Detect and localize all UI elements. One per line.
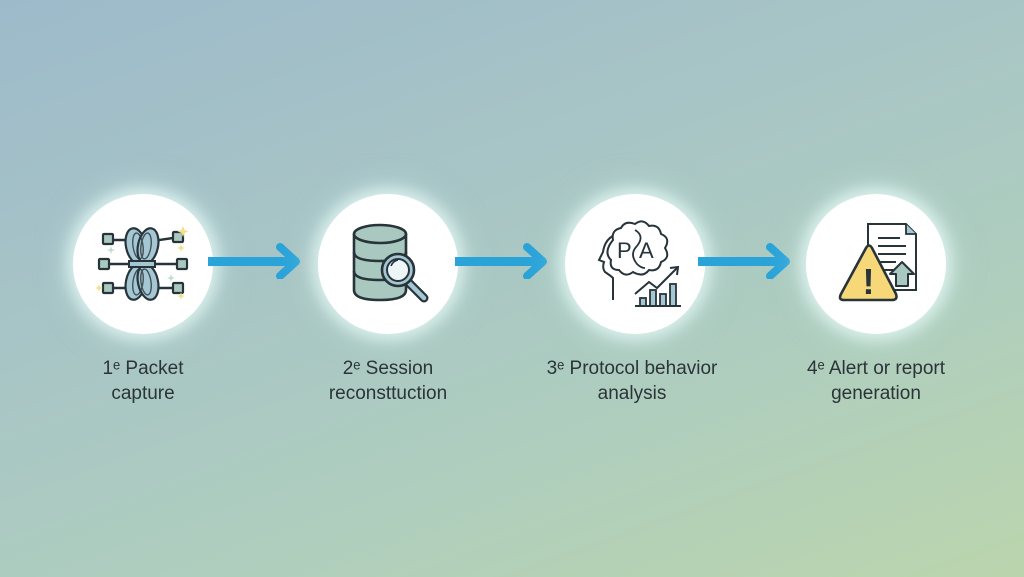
step-1-label: 1ᵉ Packet capture	[23, 356, 263, 406]
step-3-circle: P A	[565, 194, 705, 334]
brain-letter-a: A	[639, 238, 654, 263]
step-4-title-line2: generation	[831, 383, 921, 404]
database-search-icon	[352, 223, 429, 303]
step-3-title-line1: Protocol behavior	[569, 358, 718, 379]
arrow-1-to-2	[208, 243, 304, 279]
step-1-number: 1ᵉ	[102, 358, 121, 379]
step-3-title-line2: analysis	[597, 383, 667, 404]
step-1-title-line2: capture	[111, 383, 175, 404]
step-4-circle: !	[806, 194, 946, 334]
step-2-title-line2: reconsttuction	[328, 383, 448, 404]
step-2-title-line1: Session	[365, 358, 434, 379]
step-2-circle	[318, 194, 458, 334]
step-3-label: 3ᵉ Protocol behavior analysis	[512, 356, 752, 406]
step-4-title-line1: Alert or report	[828, 358, 946, 379]
brain-letter-p: P	[617, 238, 632, 263]
step-2-label: 2ᵉ Session reconsttuction	[268, 356, 508, 406]
arrow-right-icon	[208, 243, 300, 279]
cable-bundle-icon	[95, 226, 189, 301]
step-1-title-line1: Packet	[125, 358, 184, 379]
step-4-number: 4ᵉ	[806, 358, 825, 379]
step-2-node	[318, 194, 458, 334]
head-chart-icon: P A	[597, 220, 681, 307]
step-4-node: !	[806, 194, 946, 334]
step-3-number: 3ᵉ	[546, 358, 565, 379]
step-4-label: 4ᵉ Alert or report generation	[756, 356, 996, 406]
alert-report-icon: !	[838, 223, 917, 302]
arrow-right-icon	[455, 243, 547, 279]
warning-exclamation: !	[863, 261, 875, 302]
arrow-right-icon	[698, 243, 790, 279]
step-3-node: P A	[565, 194, 705, 334]
arrow-3-to-4	[698, 243, 794, 279]
step-1-circle	[73, 194, 213, 334]
step-2-number: 2ᵉ	[342, 358, 361, 379]
step-1-node	[73, 194, 213, 334]
arrow-2-to-3	[455, 243, 551, 279]
